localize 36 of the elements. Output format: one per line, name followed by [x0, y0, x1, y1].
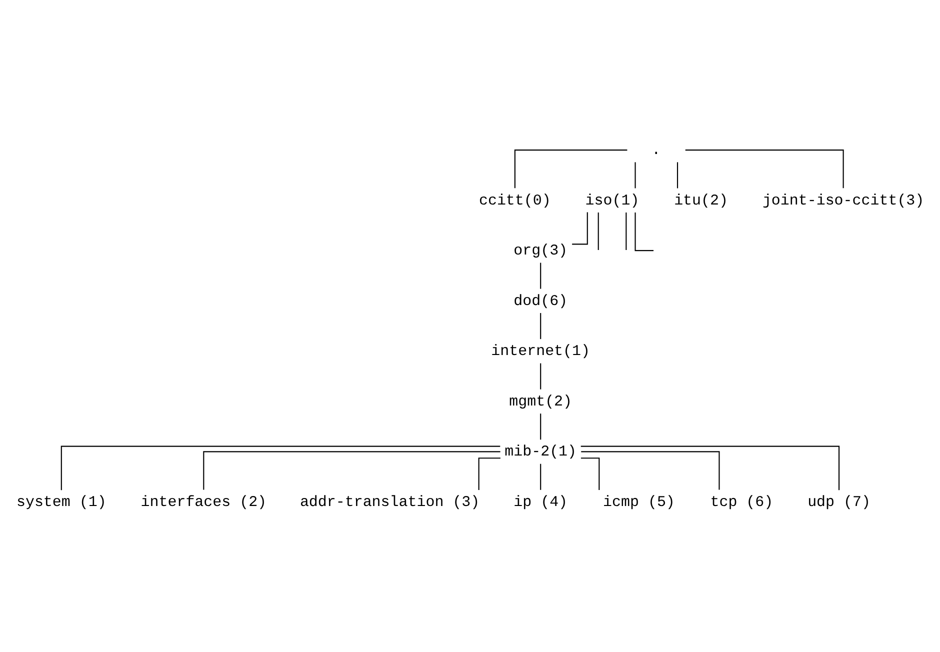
node-text: .: [652, 143, 661, 159]
connector: [598, 212, 599, 250]
node-text: internet(1): [491, 344, 590, 360]
node-text: iso(1): [585, 193, 640, 210]
node-text: ccitt(0): [478, 193, 551, 210]
connector: [572, 212, 588, 245]
node-text: itu(2): [674, 193, 728, 210]
node-text: mgmt(2): [509, 394, 572, 410]
connector: [540, 414, 542, 440]
connector: [478, 458, 500, 490]
node-text: addr-translation (3): [300, 494, 480, 511]
node-text: org(3): [514, 244, 568, 260]
connector: [540, 262, 542, 289]
connector: [540, 464, 542, 490]
connector: [540, 313, 542, 340]
connector: [580, 446, 840, 490]
connector: [514, 150, 628, 188]
connector: [580, 458, 600, 490]
connector: [634, 212, 654, 252]
connector: [60, 446, 500, 490]
connector: [676, 162, 678, 188]
node-text: icmp (5): [603, 494, 675, 511]
node-text: ip (4): [514, 494, 568, 511]
node-text: joint-iso-ccitt(3): [762, 193, 924, 210]
connector: [685, 150, 844, 188]
node-text: interfaces (2): [140, 494, 267, 511]
node-text: tcp (6): [710, 494, 774, 511]
connector: [634, 162, 636, 188]
connector: [626, 212, 627, 250]
node-text: system (1): [16, 494, 106, 511]
node-text: udp (7): [808, 494, 870, 511]
connector: [581, 451, 720, 490]
node-text: mib-2(1): [504, 444, 577, 461]
connector: [540, 363, 542, 390]
node-text: dod(6): [514, 294, 568, 310]
connector: [203, 451, 500, 490]
